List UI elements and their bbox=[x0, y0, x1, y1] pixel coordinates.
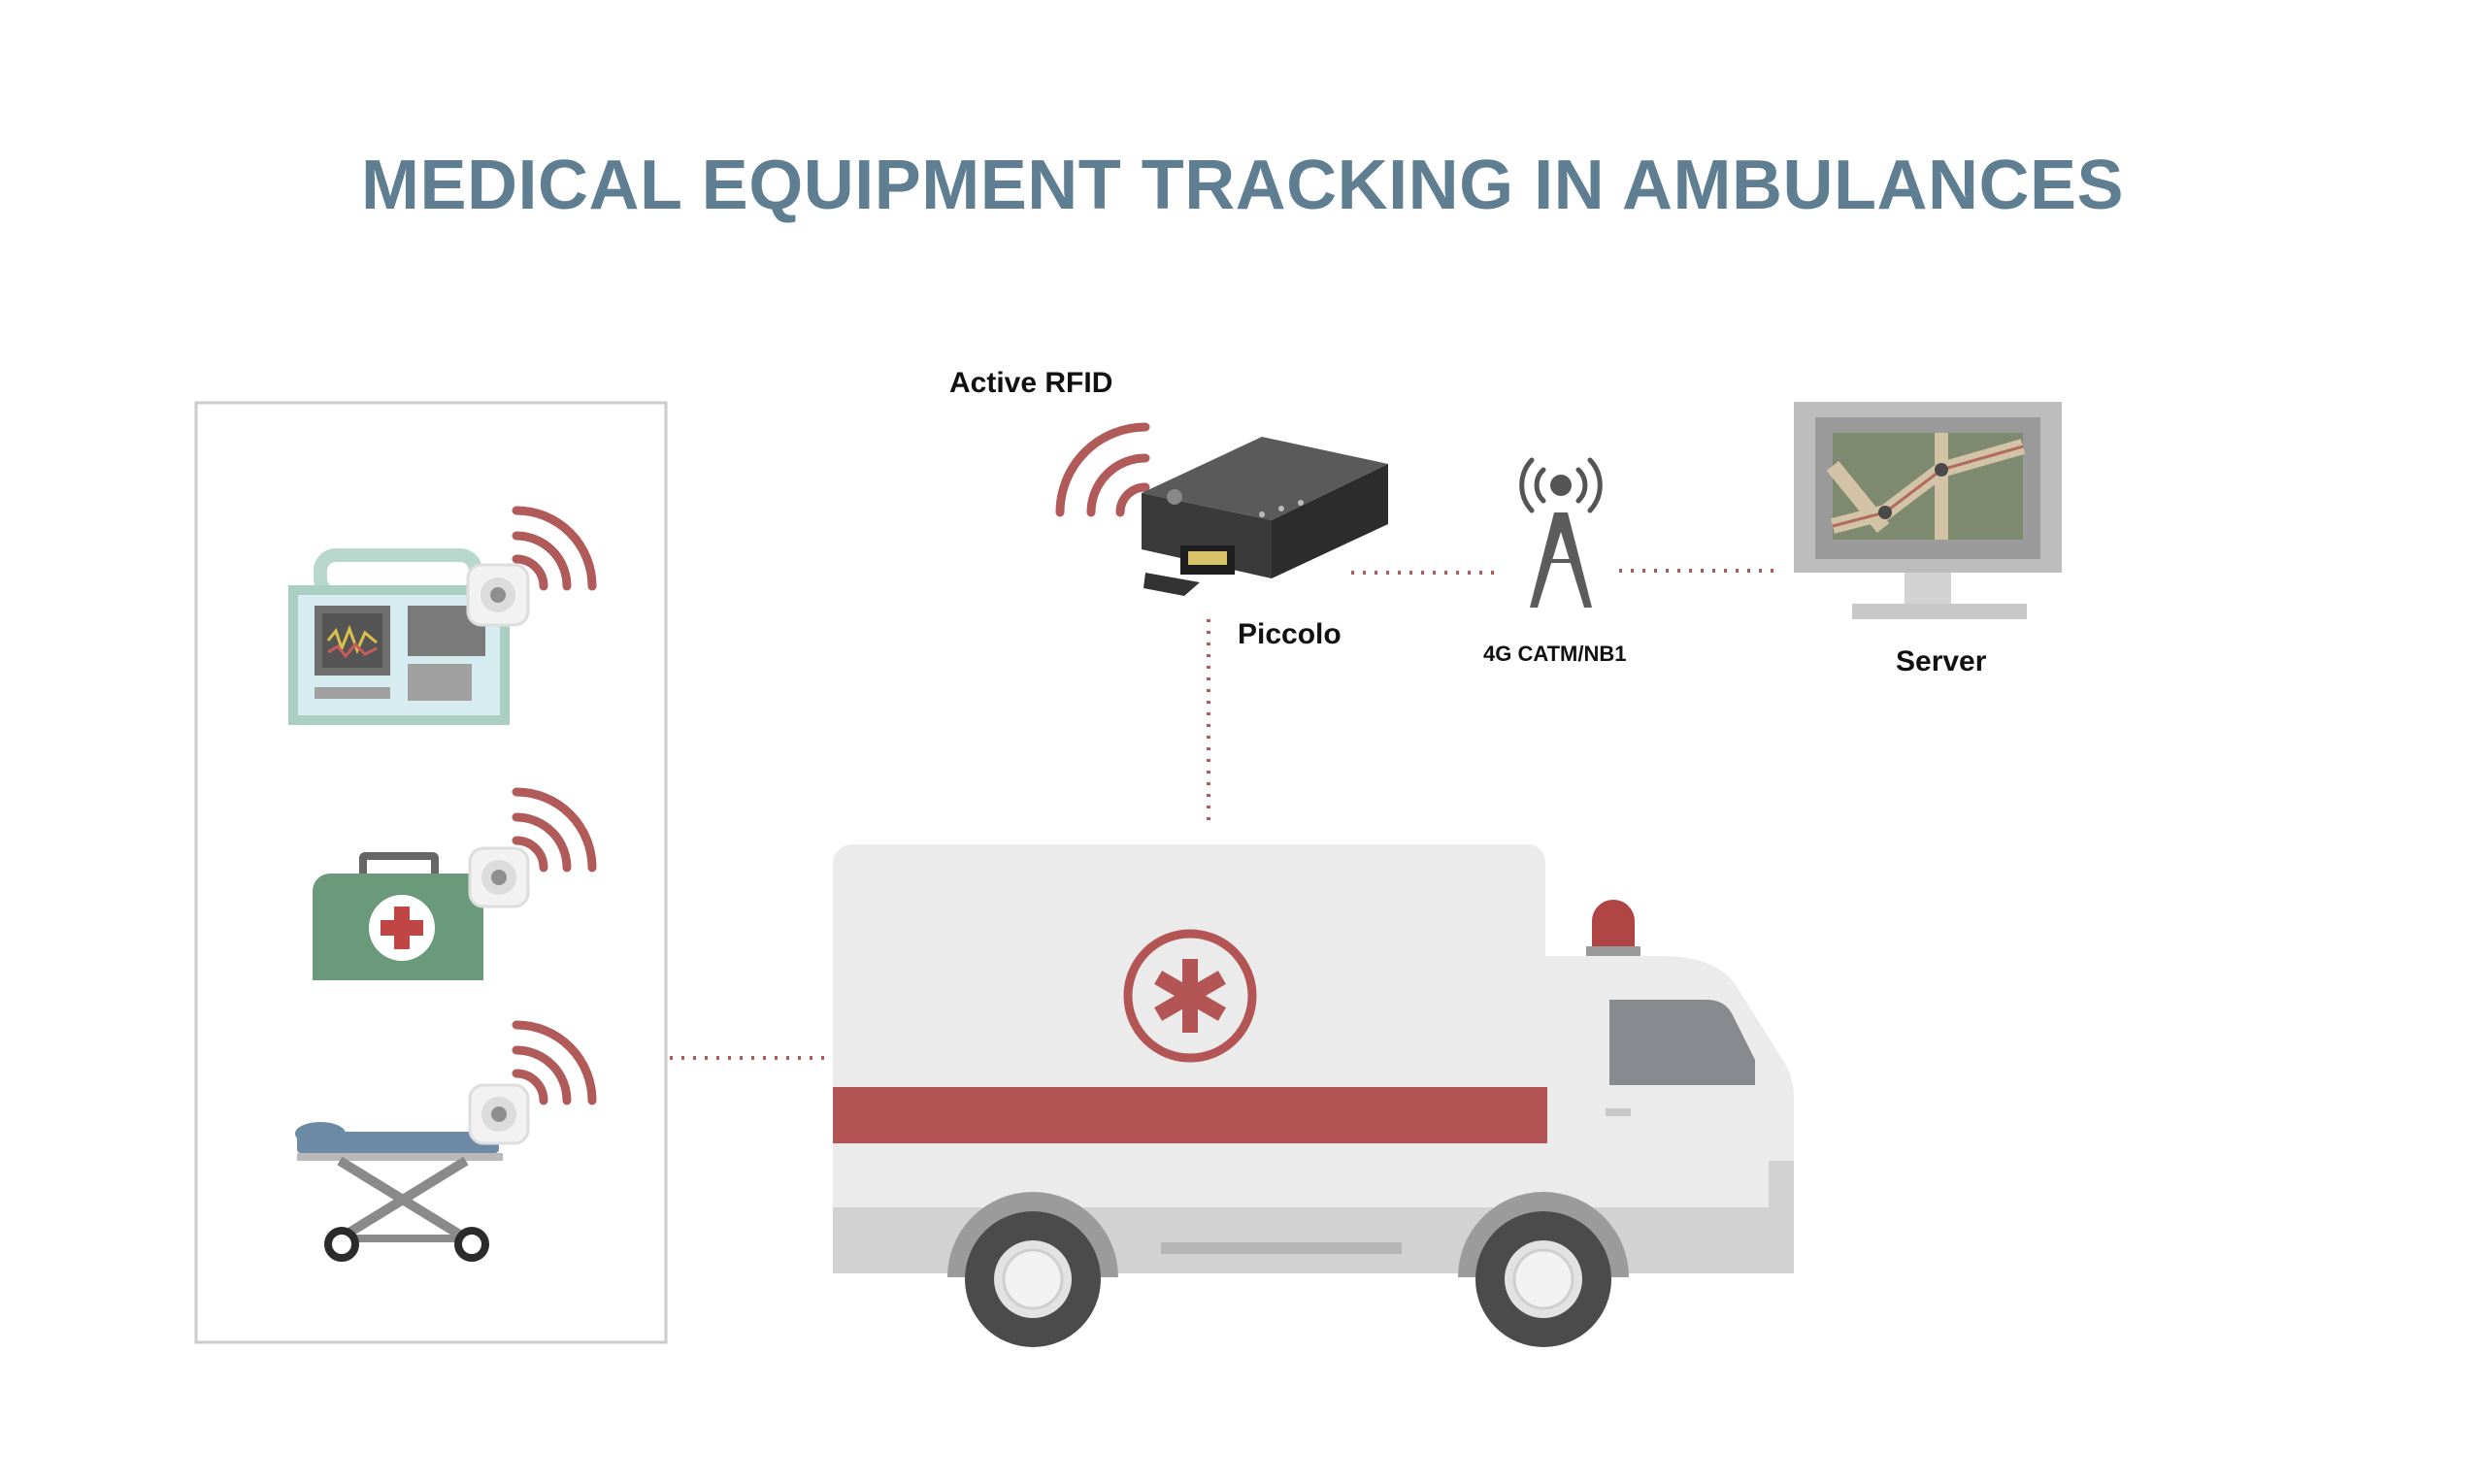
label-server: Server bbox=[1896, 645, 1987, 677]
label-piccolo: Piccolo bbox=[1238, 618, 1342, 650]
signal-waves-icon bbox=[1055, 422, 1150, 517]
rfid-tag-icon bbox=[468, 1083, 530, 1145]
ambulance-icon bbox=[833, 844, 1794, 1347]
rfid-tag-icon bbox=[468, 846, 530, 908]
signal-waves-icon bbox=[512, 506, 597, 591]
label-active-rfid: Active RFID bbox=[949, 367, 1112, 399]
gateway-device-icon bbox=[1142, 437, 1388, 596]
dotted-links bbox=[670, 569, 1776, 1060]
patient-monitor-icon bbox=[288, 548, 510, 725]
signal-waves-icon bbox=[512, 787, 597, 873]
diagram-title: MEDICAL EQUIPMENT TRACKING IN AMBULANCES bbox=[361, 147, 2124, 224]
server-monitor-icon bbox=[1794, 402, 2062, 619]
rfid-tag-icon bbox=[466, 563, 530, 627]
stretcher-icon bbox=[295, 1122, 503, 1262]
first-aid-kit-icon bbox=[313, 852, 483, 980]
signal-waves-icon bbox=[512, 1020, 597, 1105]
cell-tower-icon bbox=[1519, 457, 1603, 608]
label-network: 4G CATM/NB1 bbox=[1483, 642, 1627, 666]
